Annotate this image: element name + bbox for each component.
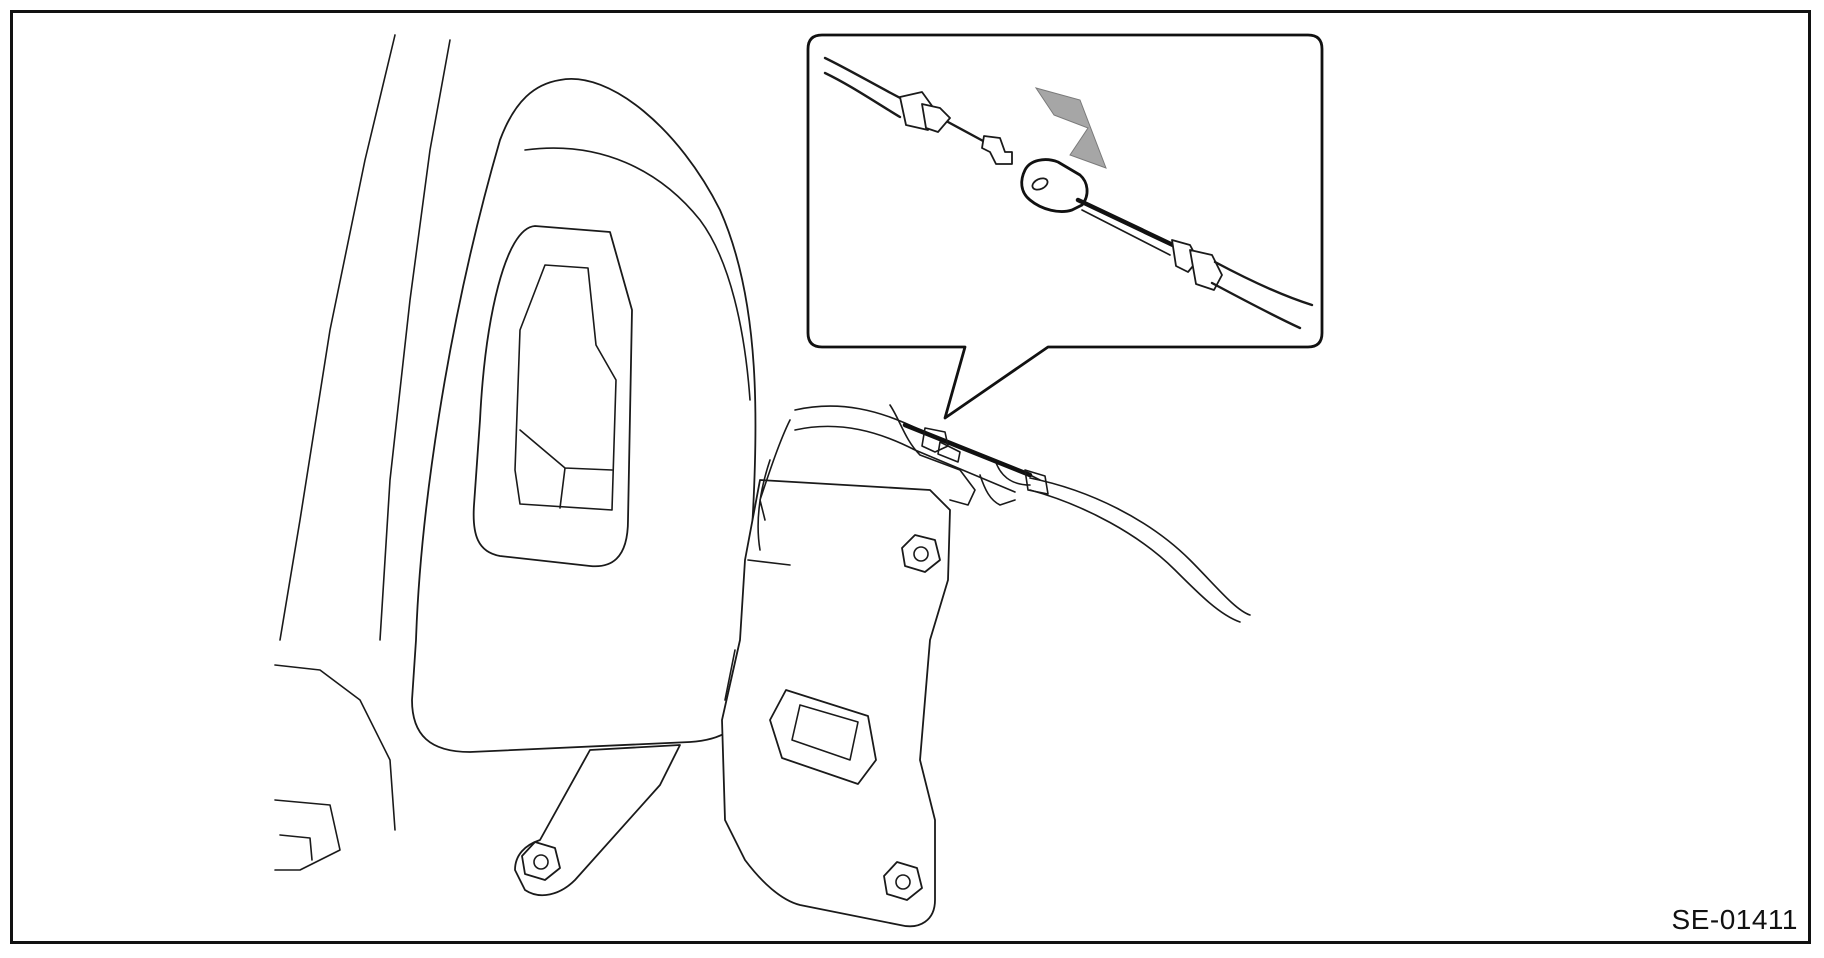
trim-panel-inner-ridge: [524, 147, 751, 401]
bracket-slot-inner: [791, 704, 859, 761]
direction-arrow-icon: [1034, 87, 1107, 169]
detail-cable-hook: [981, 135, 1013, 165]
detail-connector-socket: [1020, 158, 1089, 213]
detail-callout: [806, 33, 1324, 420]
bracket-edge: [724, 559, 791, 701]
cable-clip: [921, 427, 949, 453]
detail-inner-wire-right-shadow: [1081, 209, 1171, 256]
cable-end-sleeve: [1024, 469, 1049, 495]
detail-ferrule-left: [921, 103, 951, 133]
hinge-hook-left: [757, 419, 791, 551]
detail-cable-right-a: [1213, 260, 1314, 307]
detail-socket-hole: [1031, 177, 1049, 191]
release-cable-long-a: [1029, 477, 1251, 616]
seat-cushion-step: [279, 834, 313, 861]
release-cable-long-b: [1029, 489, 1241, 623]
mounting-bracket: [514, 479, 951, 928]
release-handle-lever: [519, 429, 613, 509]
figure-id-label: SE-01411: [1671, 904, 1798, 935]
hinge-rail-upper: [794, 405, 1041, 481]
seat-back-edge-inner: [379, 39, 451, 641]
hinge-rail-lower: [794, 425, 1016, 493]
callout-frame: [806, 33, 1324, 420]
seat-body: [274, 34, 451, 871]
hinge-body: [889, 404, 976, 506]
hex-bolt-icon: [901, 534, 941, 573]
detail-inner-wire-right: [1075, 197, 1178, 249]
side-trim-panel: [411, 78, 757, 753]
detail-cable-left-b: [823, 71, 902, 119]
seat-back-edge-left: [279, 34, 396, 641]
release-handle-pocket: [514, 264, 617, 511]
hex-bolt-icon: [521, 841, 561, 881]
detail-sleeve-right: [1189, 249, 1223, 291]
lock-mechanism: [757, 404, 1251, 623]
cable-connector-small: [937, 441, 961, 463]
seat-cushion-base: [274, 799, 341, 871]
bracket-plate: [721, 479, 951, 928]
hex-bolt-icon: [883, 861, 923, 901]
detail-inner-wire-left: [946, 120, 987, 144]
detail-cable-right-b: [1210, 281, 1302, 330]
release-cable-short: [902, 422, 1033, 478]
seat-cushion-lower: [274, 664, 396, 831]
